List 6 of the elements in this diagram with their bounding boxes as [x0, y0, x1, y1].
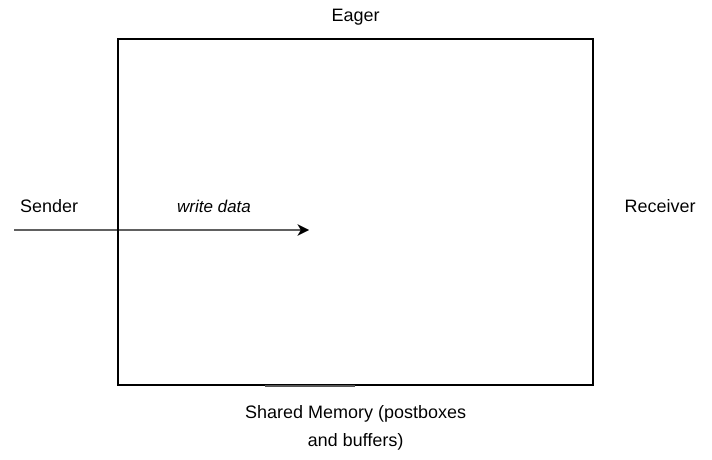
box-title: Eager: [330, 4, 381, 27]
edge-label: write data: [177, 196, 251, 218]
side-label: Receiver: [610, 192, 710, 220]
arrow: [14, 224, 310, 236]
side-label: Sender: [6, 192, 92, 220]
box-caption: Shared Memory (postboxes and buffers): [244, 401, 468, 452]
